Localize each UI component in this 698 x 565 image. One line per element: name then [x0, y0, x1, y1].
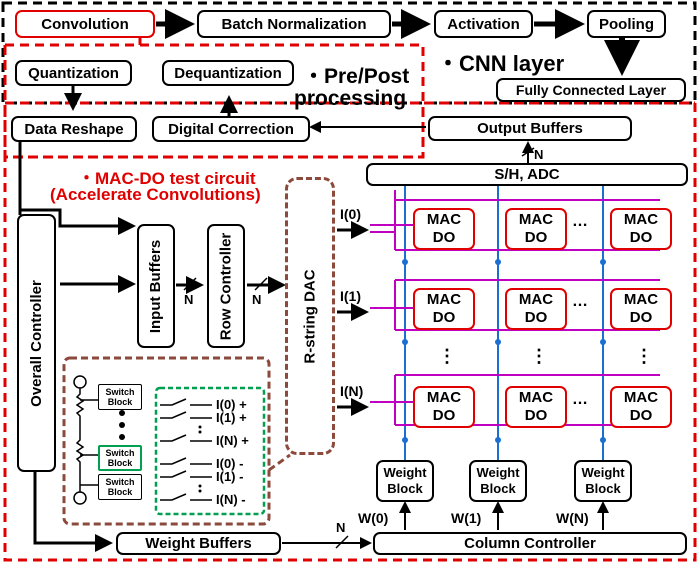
ellipsis-v: ⋮	[438, 346, 456, 366]
convolution-box: Convolution	[15, 10, 155, 38]
weight-bus-n: N	[336, 520, 346, 535]
switch-out-0m: I(0) -	[216, 456, 244, 471]
output-buffers-box: Output Buffers	[428, 116, 632, 141]
input-label-n: I(N)	[340, 383, 364, 399]
input-label-0: I(0)	[340, 206, 361, 222]
ellipsis-v: ⋮	[530, 346, 548, 366]
pooling-box: Pooling	[587, 10, 666, 38]
cnn-layer-label: ・CNN layer	[437, 51, 565, 76]
switch-out-1m: I(1) -	[216, 469, 244, 484]
dac-detail-region	[62, 356, 271, 526]
quantization-box: Quantization	[15, 60, 132, 86]
row-bus-n-2: N	[252, 292, 262, 307]
weight-label-n: W(N)	[556, 510, 589, 526]
digital-correction-box: Digital Correction	[152, 116, 310, 142]
prepost-label-line1: ・Pre/Post	[303, 65, 410, 88]
macdo-title-line1: ・MAC-DO test circuit	[78, 169, 256, 188]
weight-label-0: W(0)	[358, 510, 389, 526]
dequantization-box: Dequantization	[162, 60, 294, 86]
input-buffers-box: Input Buffers	[137, 224, 175, 348]
macdo-title-line2: (Accelerate Convolutions)	[50, 185, 261, 204]
ellipsis-v: ⋮	[635, 346, 653, 366]
cnn-region	[1, 1, 697, 105]
switch-out-np: I(N) +	[216, 433, 249, 448]
fully-connected-box: Fully Connected Layer	[496, 78, 686, 102]
ellipsis-h: …	[572, 213, 588, 230]
column-controller-box: Column Controller	[373, 532, 687, 555]
switch-out-1p: I(1) +	[216, 410, 247, 425]
output-bus-n: N	[534, 147, 544, 162]
row-bus-n-1: N	[184, 292, 194, 307]
activation-box: Activation	[434, 10, 533, 38]
ellipsis-h: …	[572, 391, 588, 408]
overall-controller-box: Overall Controller	[17, 214, 56, 472]
row-controller-box: Row Controller	[207, 224, 245, 348]
batch-norm-box: Batch Normalization	[197, 10, 391, 38]
sh-adc-box: S/H, ADC	[366, 163, 688, 186]
switch-out-nm: I(N) -	[216, 492, 246, 507]
r-string-dac-box: R-string DAC	[285, 177, 335, 455]
weight-label-1: W(1)	[451, 510, 482, 526]
switch-out-0p: I(0) +	[216, 397, 247, 412]
input-label-1: I(1)	[340, 288, 361, 304]
macdo-region	[3, 101, 697, 562]
ellipsis-h: …	[572, 293, 588, 310]
weight-buffers-box: Weight Buffers	[116, 532, 281, 555]
data-reshape-box: Data Reshape	[11, 116, 137, 142]
prepost-label-line2: processing	[294, 87, 407, 110]
